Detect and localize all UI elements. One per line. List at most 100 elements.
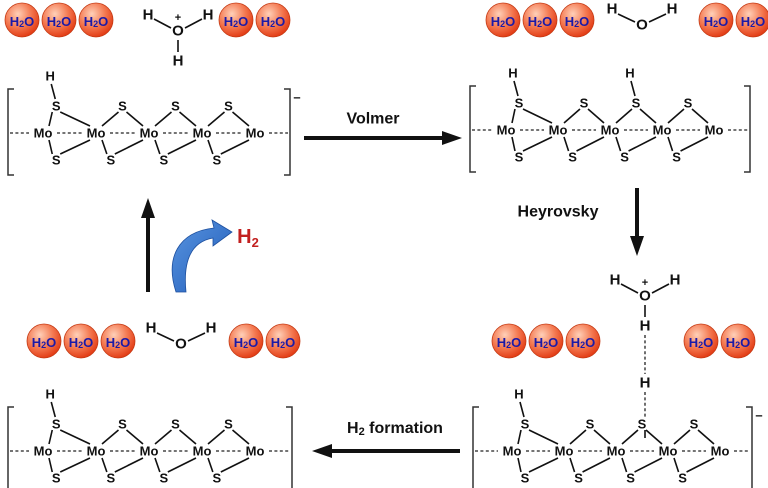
bond bbox=[167, 139, 197, 155]
water-sphere bbox=[720, 323, 756, 359]
bond bbox=[680, 136, 709, 152]
bond bbox=[673, 429, 691, 445]
water-molecule: H2O bbox=[735, 2, 768, 38]
bond bbox=[645, 429, 663, 445]
sulfur-atom: S bbox=[52, 99, 61, 114]
water-formula: H2O bbox=[261, 14, 286, 30]
hydrogen-atom: H bbox=[607, 1, 618, 18]
water-formula: H2O bbox=[47, 14, 72, 30]
water-sphere bbox=[559, 2, 595, 38]
bond bbox=[59, 111, 91, 127]
oxygen-atom: O bbox=[172, 23, 184, 40]
bond bbox=[207, 457, 214, 473]
sulfur-atom: S bbox=[521, 417, 530, 432]
water-molecule: H2O bbox=[698, 2, 734, 38]
water-sphere bbox=[683, 323, 719, 359]
sulfur-atom: S bbox=[632, 96, 641, 111]
sulfur-atom: S bbox=[118, 417, 127, 432]
bond bbox=[582, 457, 611, 473]
bond bbox=[517, 429, 522, 445]
water-molecule: H2O bbox=[559, 2, 595, 38]
bond bbox=[187, 332, 206, 342]
molybdenum-atom: Mo bbox=[705, 123, 724, 138]
right-bracket bbox=[746, 406, 753, 488]
molybdenum-atom: Mo bbox=[34, 444, 53, 459]
right-bracket bbox=[744, 85, 751, 173]
water-formula: H2O bbox=[234, 335, 259, 351]
sulfur-atom: S bbox=[171, 417, 180, 432]
water-sphere bbox=[698, 2, 734, 38]
bond bbox=[615, 108, 633, 124]
molybdenum-atom: Mo bbox=[503, 444, 522, 459]
water-formula: H2O bbox=[528, 14, 553, 30]
water-formula: H2O bbox=[689, 335, 714, 351]
hydrogen-atom: H bbox=[46, 69, 55, 84]
sulfur-atom: S bbox=[52, 471, 61, 486]
sulfur-atom: S bbox=[107, 471, 116, 486]
sulfur-atom: S bbox=[213, 471, 222, 486]
water-formula: H2O bbox=[704, 14, 729, 30]
sulfur-atom: S bbox=[107, 153, 116, 168]
bond bbox=[511, 136, 516, 152]
bond bbox=[48, 457, 54, 473]
water-sphere bbox=[78, 2, 114, 38]
sulfur-atom: S bbox=[160, 153, 169, 168]
water-formula: H2O bbox=[497, 335, 522, 351]
molybdenum-atom: Mo bbox=[87, 444, 106, 459]
water-sphere bbox=[528, 323, 564, 359]
bond bbox=[59, 429, 91, 445]
bond bbox=[522, 108, 553, 124]
sulfur-atom: S bbox=[160, 471, 169, 486]
water-formula: H2O bbox=[741, 14, 766, 30]
left-bracket bbox=[469, 85, 476, 173]
sulfur-atom: S bbox=[213, 153, 222, 168]
bond bbox=[154, 457, 161, 473]
water-sphere bbox=[63, 323, 99, 359]
hydrogen-atom: H bbox=[143, 7, 154, 24]
molybdenum-atom: Mo bbox=[87, 126, 106, 141]
sulfur-atom: S bbox=[574, 471, 583, 486]
water-formula: H2O bbox=[10, 14, 35, 30]
bond bbox=[154, 111, 173, 127]
bond bbox=[101, 457, 108, 473]
water-molecule: H2O bbox=[522, 2, 558, 38]
bond bbox=[569, 429, 587, 445]
hydrogen-atom: H bbox=[625, 66, 634, 81]
bond bbox=[153, 18, 172, 29]
water-molecule: H2O bbox=[491, 323, 527, 359]
molybdenum-atom: Mo bbox=[601, 123, 620, 138]
water-formula: H2O bbox=[69, 335, 94, 351]
water-sphere bbox=[41, 2, 77, 38]
hydrogen-gas-product: H2 bbox=[237, 226, 259, 250]
water-sphere bbox=[522, 2, 558, 38]
oxygen-atom: O bbox=[636, 17, 648, 34]
heyrovsky-arrow-head bbox=[630, 236, 644, 256]
bond bbox=[569, 457, 576, 473]
sulfur-atom: S bbox=[224, 99, 233, 114]
bond bbox=[231, 429, 250, 445]
water-sphere bbox=[491, 323, 527, 359]
bond bbox=[231, 111, 250, 127]
sulfur-atom: S bbox=[171, 99, 180, 114]
bond bbox=[48, 139, 54, 155]
bond bbox=[634, 457, 663, 473]
molybdenum-atom: Mo bbox=[555, 444, 574, 459]
molybdenum-atom: Mo bbox=[607, 444, 626, 459]
water-formula: H2O bbox=[491, 14, 516, 30]
bond bbox=[184, 18, 203, 29]
molybdenum-atom: Mo bbox=[549, 123, 568, 138]
bond bbox=[667, 136, 674, 152]
bond bbox=[207, 139, 214, 155]
sulfur-atom: S bbox=[224, 417, 233, 432]
water-molecule: H2O bbox=[265, 323, 301, 359]
bond bbox=[639, 108, 657, 124]
bond bbox=[563, 108, 581, 124]
water-molecule: H2O bbox=[63, 323, 99, 359]
bond bbox=[630, 80, 636, 97]
water-formula: H2O bbox=[565, 14, 590, 30]
bond bbox=[101, 429, 120, 445]
bond bbox=[648, 13, 667, 23]
